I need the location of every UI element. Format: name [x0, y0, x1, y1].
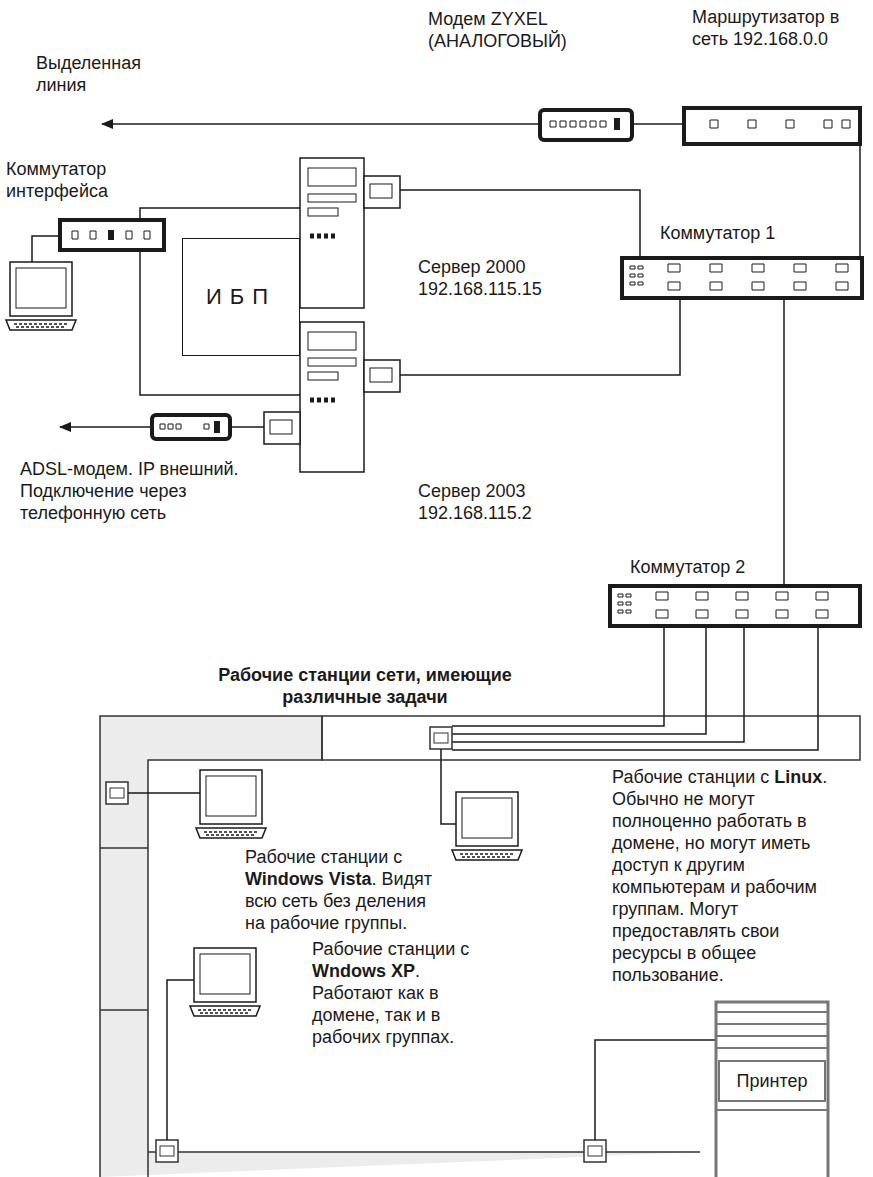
device-label: Коммутатор интерфейса [6, 159, 108, 201]
os-name: Linux [774, 767, 822, 787]
text-block: Маршрутизатор в сеть 192.168.0.0 [692, 6, 862, 50]
device-label: ADSL-модем. IP внешний. Подключение чере… [20, 459, 239, 523]
text-block: Выделенная линия [36, 52, 166, 96]
text-block: Сервер 2000 192.168.115.15 [418, 256, 588, 300]
server-label: Сервер 2003 192.168.115.2 [418, 481, 532, 523]
ups-box: ИБП [182, 238, 300, 356]
device-label: Маршрутизатор в сеть 192.168.0.0 [692, 7, 839, 49]
os-name: Windows Vista [245, 869, 372, 889]
node-text: ИБП [206, 284, 276, 310]
text-block: Рабочие станции сети, имеющие различные … [170, 664, 560, 708]
node-text: Принтер [736, 1071, 807, 1092]
text-block: Модем ZYXEL (АНАЛОГОВЫЙ) [428, 8, 603, 52]
text-block: Рабочие станции с Windows Vista. Видят в… [245, 846, 450, 934]
workstation-note: Рабочие станции с [612, 767, 769, 787]
text-block: Сервер 2003 192.168.115.2 [418, 480, 588, 524]
os-name: Wndows XP [312, 961, 415, 981]
text-block: Коммутатор 2 [630, 556, 770, 578]
device-label: Коммутатор 2 [630, 557, 745, 577]
workstation-note: Рабочие станции с [312, 939, 469, 959]
section-heading: Рабочие станции сети, имеющие различные … [218, 665, 512, 707]
text-block: Коммутатор 1 [660, 222, 800, 244]
workstation-note: Рабочие станции с [245, 847, 402, 867]
printer-panel: Принтер [718, 1060, 826, 1102]
server-label: Сервер 2000 192.168.115.15 [418, 257, 542, 299]
text-block: ADSL-модем. IP внешний. Подключение чере… [20, 458, 270, 524]
device-label: Модем ZYXEL (АНАЛОГОВЫЙ) [428, 9, 567, 51]
workstation-note: . Обычно не могут полноценно работать в … [612, 767, 827, 985]
text-block: Рабочие станции с Wndows XP. Работают ка… [312, 938, 490, 1048]
text-block: Коммутатор интерфейса [6, 158, 136, 202]
line-label: Выделенная линия [36, 53, 141, 95]
device-label: Коммутатор 1 [660, 223, 775, 243]
text-block: Рабочие станции с Linux. Обычно не могут… [612, 766, 848, 986]
